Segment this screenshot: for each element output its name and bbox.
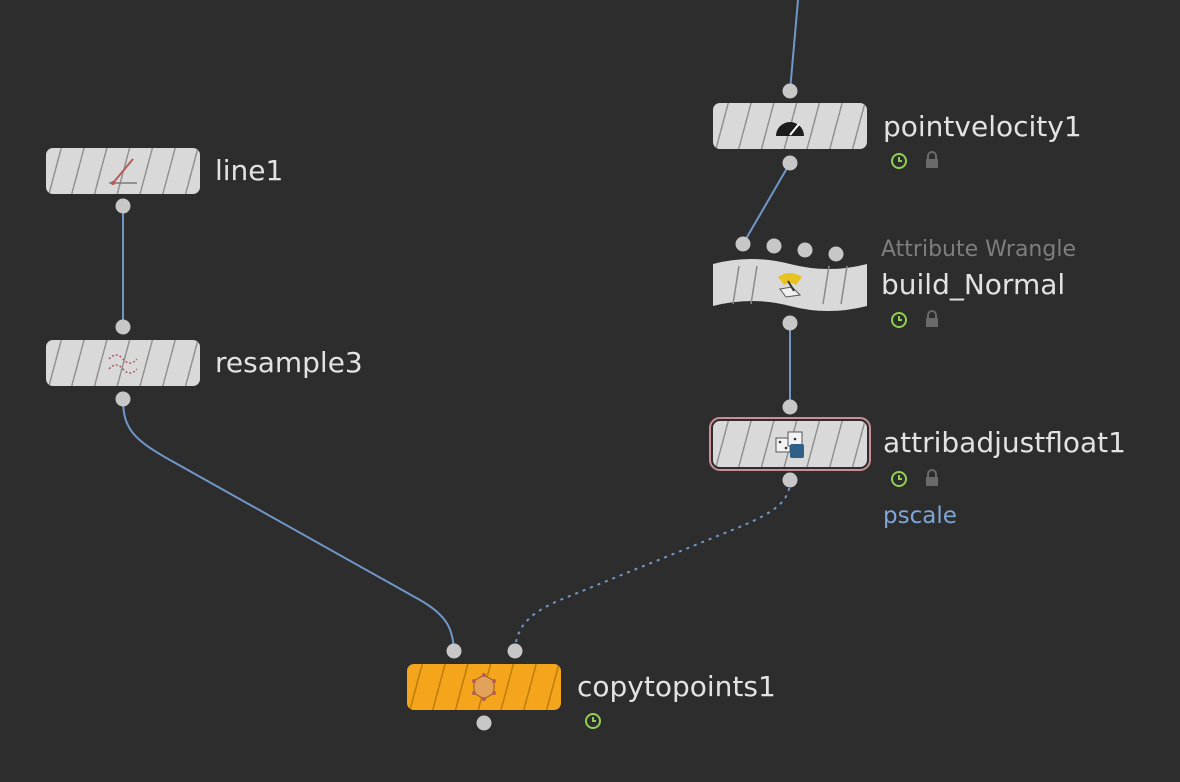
wire-top-to-pointvelocity[interactable]	[789, 0, 799, 92]
copy-points-icon	[462, 665, 506, 709]
speedometer-icon	[768, 104, 812, 148]
time-dependent-icon	[585, 713, 601, 729]
time-dependent-icon	[891, 312, 907, 328]
node-name[interactable]: pointvelocity1	[883, 110, 1082, 143]
input-port-2[interactable]	[766, 238, 782, 254]
input-port-1[interactable]	[446, 643, 462, 659]
input-port-4[interactable]	[828, 246, 844, 262]
node-line1[interactable]	[46, 148, 200, 194]
node-name[interactable]: copytopoints1	[577, 670, 776, 703]
node-copytopoints1[interactable]	[407, 664, 561, 710]
wrangle-icon	[768, 263, 812, 307]
lock-icon[interactable]	[923, 469, 941, 487]
node-name[interactable]: attribadjustfloat1	[883, 426, 1126, 459]
wire-pointvelocity-to-wrangle[interactable]	[742, 162, 791, 245]
input-port-1[interactable]	[735, 236, 751, 252]
line-icon	[101, 149, 145, 193]
node-stripes	[46, 340, 200, 386]
output-port[interactable]	[115, 198, 131, 214]
time-dependent-icon	[891, 153, 907, 169]
node-pointvelocity1[interactable]	[713, 103, 867, 149]
node-attribadjustfloat1[interactable]	[709, 417, 871, 471]
output-port[interactable]	[115, 391, 131, 407]
output-port[interactable]	[782, 315, 798, 331]
node-name[interactable]: line1	[215, 154, 284, 187]
output-port[interactable]	[476, 715, 492, 731]
input-port-3[interactable]	[797, 242, 813, 258]
input-port[interactable]	[782, 83, 798, 99]
lock-icon[interactable]	[923, 310, 941, 328]
wire-resample-to-copytopoints[interactable]	[122, 398, 455, 652]
resample-icon	[101, 341, 145, 385]
dice-icon	[768, 422, 812, 466]
input-port[interactable]	[115, 319, 131, 335]
wire-attribadjust-to-copytopoints[interactable]	[514, 479, 791, 652]
input-port-2[interactable]	[507, 643, 523, 659]
output-port[interactable]	[782, 472, 798, 488]
node-type-label: Attribute Wrangle	[881, 237, 1076, 262]
lock-icon[interactable]	[923, 151, 941, 169]
node-resample3[interactable]	[46, 340, 200, 386]
input-port[interactable]	[782, 399, 798, 415]
node-name[interactable]: resample3	[215, 346, 363, 379]
node-name[interactable]: build_Normal	[881, 268, 1066, 301]
attribute-name-label: pscale	[883, 503, 957, 529]
time-dependent-icon	[891, 471, 907, 487]
output-port[interactable]	[782, 155, 798, 171]
